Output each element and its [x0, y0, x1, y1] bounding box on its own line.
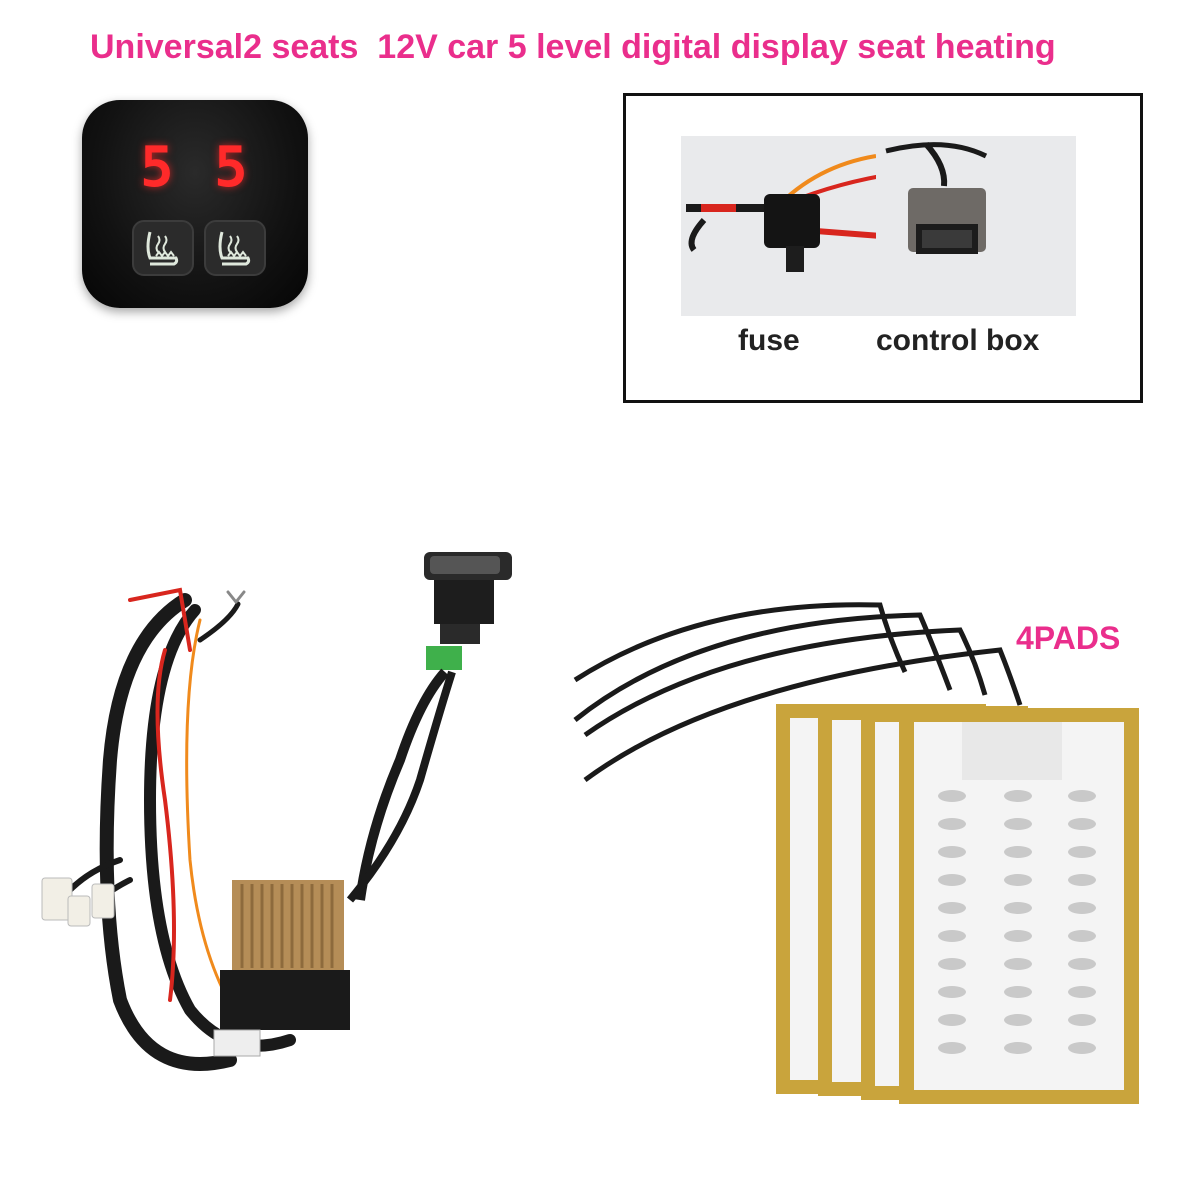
heating-pads	[776, 704, 1139, 1104]
control-box-label: control box	[876, 324, 1040, 357]
heated-seat-icon	[146, 231, 179, 266]
white-connector	[91, 883, 115, 919]
control-box	[213, 880, 350, 1057]
white-connector	[67, 895, 91, 927]
control-panel: 5 5	[82, 100, 308, 308]
switch-module	[346, 552, 512, 903]
left-level-display: 5	[140, 135, 174, 200]
heated-seat-icon	[218, 231, 251, 266]
right-level-display: 5	[214, 135, 248, 200]
right-seat-heat-button[interactable]	[204, 220, 266, 276]
fuse-and-connector-illustration	[681, 136, 1076, 316]
inset-components-box: fuse control box	[623, 93, 1143, 403]
fuse-label: fuse	[738, 324, 800, 357]
left-seat-heat-button[interactable]	[132, 220, 194, 276]
pads-count-label: 4PADS	[1016, 620, 1121, 656]
pad-wires	[573, 602, 1023, 783]
product-title: Universal2 seats 12V car 5 level digital…	[90, 28, 1056, 66]
